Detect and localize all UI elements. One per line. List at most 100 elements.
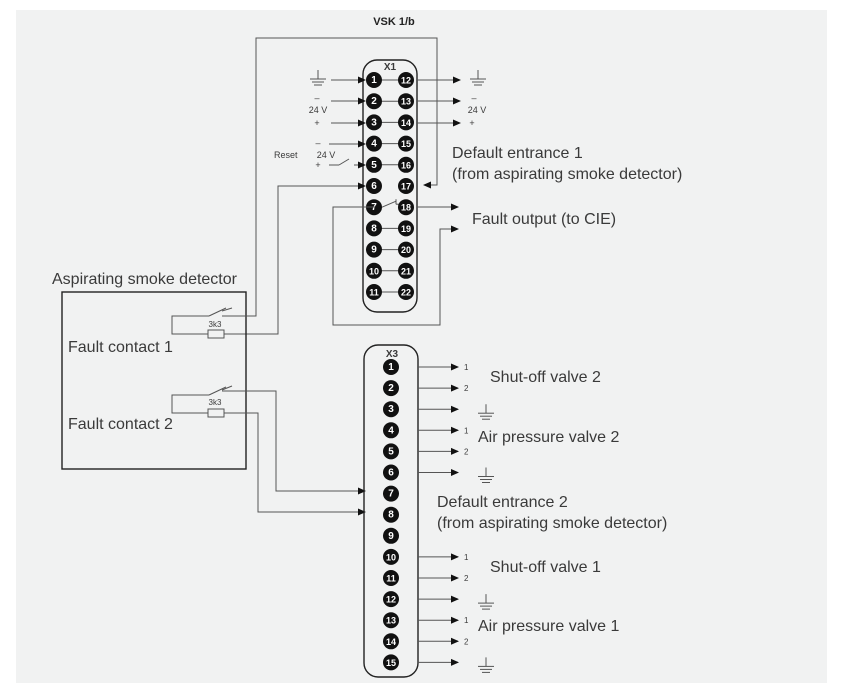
terminal-number: 1 — [371, 75, 377, 86]
terminal-number: 8 — [371, 223, 377, 234]
x1-terminal-15: 15 — [398, 135, 414, 152]
terminal-dot — [398, 262, 414, 279]
terminal-dot — [383, 380, 399, 397]
resistor-1-icon — [207, 329, 225, 339]
terminal-number: 18 — [401, 203, 411, 213]
terminal-number: 11 — [369, 288, 379, 298]
ground-icon — [478, 467, 494, 483]
terminal-number: 13 — [401, 97, 411, 107]
terminal-number: 9 — [371, 245, 377, 256]
terminal-number: 10 — [386, 552, 396, 562]
terminal-number: 21 — [401, 266, 411, 276]
x3-terminal-14: 14 — [383, 633, 399, 650]
detector-box — [61, 291, 247, 470]
terminal-number: 7 — [388, 489, 394, 500]
terminal-dot — [383, 443, 399, 460]
voltage-label: 24 V — [468, 105, 487, 115]
x3-terminal-8: 8 — [383, 506, 399, 523]
terminal-number: 7 — [371, 202, 377, 213]
terminal-number: 3 — [388, 404, 394, 415]
terminal-dot — [398, 241, 414, 258]
x1-label: X1 — [384, 62, 397, 73]
default-entrance-1-sublabel: (from aspirating smoke detector) — [452, 166, 682, 183]
terminal-number: 15 — [386, 658, 396, 668]
terminal-dot — [383, 633, 399, 650]
plus-sign: + — [314, 118, 319, 128]
terminal-dot — [398, 93, 414, 110]
x1-terminal-19: 19 — [398, 220, 414, 237]
x3-terminal-2: 2 — [383, 380, 399, 397]
terminal-number: 14 — [401, 118, 411, 128]
terminal-number: 14 — [386, 637, 396, 647]
terminal-dot — [366, 241, 382, 258]
ground-icon — [310, 70, 326, 86]
x3-terminal-5: 5 — [383, 443, 399, 460]
diagram-title: VSK 1/b — [373, 16, 415, 28]
x1-terminal-8: 8 — [366, 220, 382, 237]
fault-contact-1-switch-icon — [171, 307, 256, 335]
terminal-number: 10 — [369, 266, 379, 276]
x1-terminal-21: 21 — [398, 262, 414, 279]
x3-terminal-11: 11 — [383, 570, 399, 586]
x1-in-6-wire — [224, 182, 366, 335]
terminal-dot — [383, 401, 399, 418]
terminal-dot — [398, 178, 414, 194]
terminal-number: 11 — [386, 574, 396, 584]
fault-contact-2-switch-icon — [171, 385, 366, 495]
x3-terminal-9: 9 — [383, 527, 399, 544]
pin-label: 1 — [464, 553, 469, 562]
terminal-dot — [366, 114, 382, 131]
pin-label: 1 — [464, 363, 469, 372]
x1-terminal-12: 12 — [398, 72, 414, 88]
x3-terminal-4: 4 — [383, 422, 399, 439]
x3-terminal-3: 3 — [383, 401, 399, 418]
x3-in-8-wire — [224, 412, 366, 516]
terminal-dot — [398, 114, 414, 131]
x1-terminal-10: 10 — [366, 262, 382, 279]
terminal-dot — [366, 156, 382, 173]
terminal-number: 12 — [401, 76, 411, 86]
minus-sign: – — [471, 93, 476, 103]
air-pressure-valve-1-label: Air pressure valve 1 — [478, 618, 619, 635]
pin-label: 2 — [464, 637, 469, 646]
terminal-number: 1 — [388, 362, 394, 373]
terminal-number: 4 — [371, 139, 377, 150]
x1-terminal-17: 17 — [398, 178, 414, 194]
default-entrance-2-label: Default entrance 2 — [437, 494, 568, 511]
terminal-dot — [398, 156, 414, 173]
fault-output-label: Fault output (to CIE) — [472, 211, 616, 228]
pin-label: 1 — [464, 616, 469, 625]
terminal-number: 15 — [401, 139, 411, 149]
pin-label: 2 — [464, 384, 469, 393]
terminal-dot — [366, 93, 382, 110]
terminal-dot — [383, 359, 399, 375]
terminal-dot — [366, 220, 382, 237]
reset-switch-icon[interactable] — [329, 158, 366, 169]
terminal-number: 6 — [388, 468, 394, 479]
minus-sign: – — [315, 138, 320, 148]
fault-output-wire-7 — [332, 206, 459, 326]
x3-terminal-15: 15 — [383, 654, 399, 671]
terminal-number: 3 — [371, 117, 377, 128]
detector-title: Aspirating smoke detector — [52, 271, 238, 288]
ground-icon — [478, 404, 494, 420]
plus-sign: + — [315, 160, 320, 170]
terminal-dot — [383, 591, 399, 608]
terminal-number: 17 — [401, 182, 411, 192]
air-pressure-valve-2-label: Air pressure valve 2 — [478, 429, 619, 446]
x3-terminal-7: 7 — [383, 485, 399, 502]
terminal-number: 8 — [388, 510, 394, 521]
terminal-number: 9 — [388, 531, 394, 542]
x1-terminal-3: 3 — [366, 114, 382, 131]
x3-terminal-block — [363, 344, 419, 678]
x1-terminal-2: 2 — [366, 93, 382, 110]
fault-contact-1-label: Fault contact 1 — [68, 339, 173, 356]
reset-label: Reset — [274, 150, 298, 160]
x1-terminal-6: 6 — [366, 178, 382, 194]
terminal-number: 20 — [401, 245, 411, 255]
terminal-dot — [398, 135, 414, 152]
x1-terminal-11: 11 — [366, 284, 382, 300]
